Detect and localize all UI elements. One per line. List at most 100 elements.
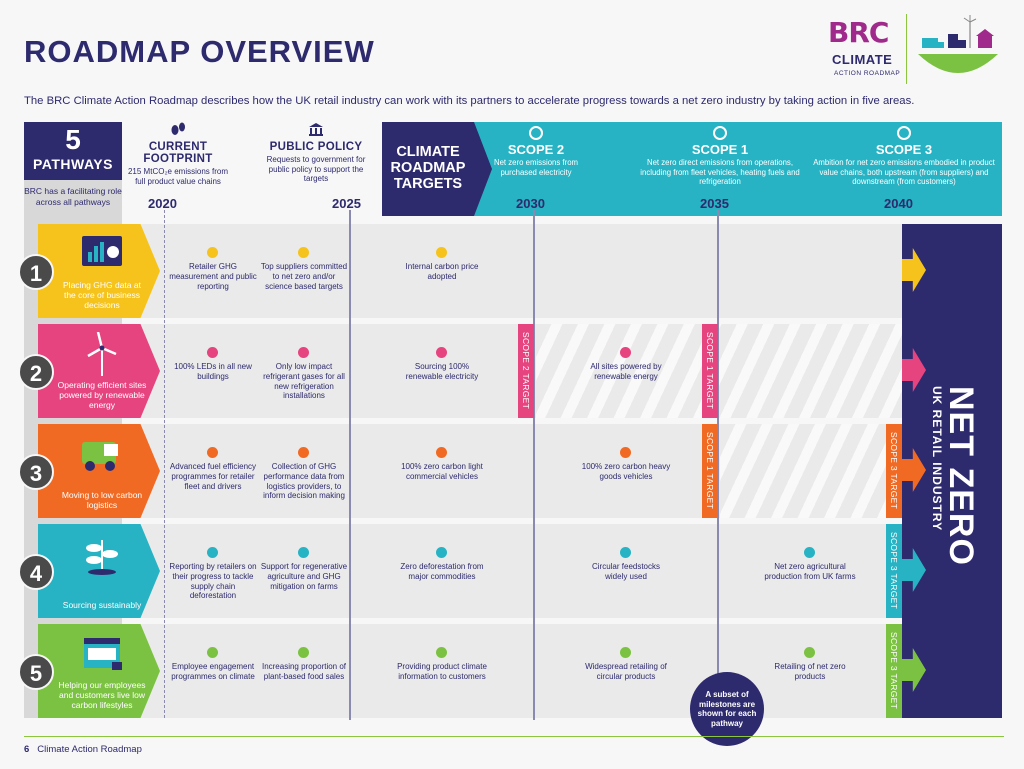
scope1-desc: Net zero direct emissions from operation… (640, 158, 800, 186)
crosshair-icon (713, 126, 727, 140)
line-2030 (533, 210, 535, 720)
pathway-number-1: 1 (18, 254, 54, 290)
scope-header-band (474, 122, 1002, 216)
pathway-number-4: 4 (18, 554, 54, 590)
hatch-row-2 (536, 324, 902, 418)
line-2035 (717, 210, 719, 720)
milestone-dot (436, 547, 447, 558)
pathways-heading: 5 PATHWAYS (24, 122, 122, 180)
milestone-text: 100% zero carbon light commercial vehicl… (401, 462, 483, 481)
pathways-count: 5 (65, 124, 81, 155)
milestone-text: 100% LEDs in all new buildings (174, 362, 252, 381)
milestone-dot (620, 647, 631, 658)
pathways-label: PATHWAYS (33, 156, 113, 172)
scope1-header: SCOPE 1 Net zero direct emissions from o… (640, 126, 800, 187)
milestone-dot (298, 347, 309, 358)
scope3-title: SCOPE 3 (875, 142, 933, 157)
scope2-header: SCOPE 2 Net zero emissions from purchase… (490, 126, 582, 177)
pathway-number-3: 3 (18, 454, 54, 490)
logo-sub: ACTION ROADMAP (834, 70, 901, 77)
scope3-desc: Ambition for net zero emissions embodied… (813, 158, 995, 186)
pathway-3: Moving to low carbon logistics (38, 424, 160, 518)
logo-brand: BRC (828, 16, 889, 49)
logo-divider (906, 14, 907, 84)
milestone-dot (436, 247, 447, 258)
milestone-text: Increasing proportion of plant-based foo… (261, 662, 347, 681)
data-screen-icon (82, 236, 122, 266)
brc-logo: BRC CLIMATE ACTION ROADMAP (822, 14, 1002, 84)
climate-roadmap-targets: CLIMATE ROADMAP TARGETS (382, 122, 474, 216)
subset-note: A subset of milestones are shown for eac… (690, 672, 764, 746)
scope3-target-tag: SCOPE 3 TARGET (886, 424, 902, 518)
current-footprint-title: CURRENT FOOTPRINT (143, 141, 213, 165)
scope1-target-tag: SCOPE 1 TARGET (702, 324, 718, 418)
milestone-dot (298, 447, 309, 458)
milestone-dot (620, 347, 631, 358)
pathway-1-label: Placing GHG data at the core of business… (63, 280, 141, 310)
milestone-dot (436, 647, 447, 658)
net-zero-title: NET ZERO (942, 386, 980, 566)
milestone-text: Internal carbon price adopted (405, 262, 479, 281)
milestone-dot (207, 447, 218, 458)
milestone-text: Widespread retailing of circular product… (585, 662, 667, 681)
milestone-text: Reporting by retailers on their progress… (169, 562, 257, 601)
targets-arrow (474, 122, 492, 216)
milestone-text: All sites powered by renewable energy (590, 362, 662, 381)
scope3-target-tag: SCOPE 3 TARGET (886, 524, 902, 618)
pathway-5-label: Helping our employees and customers live… (58, 680, 146, 710)
scope1-target-tag: SCOPE 1 TARGET (702, 424, 718, 518)
row-band-1 (122, 224, 902, 318)
year-2025: 2025 (332, 196, 361, 211)
intro-text: The BRC Climate Action Roadmap describes… (24, 95, 915, 107)
year-2035: 2035 (700, 196, 729, 211)
wind-turbine-icon (87, 332, 117, 376)
milestone-dot (207, 647, 218, 658)
electric-van-icon (82, 442, 118, 471)
seedling-icon (86, 540, 118, 575)
page-title: ROADMAP OVERVIEW (24, 34, 375, 69)
pathway-4: Sourcing sustainably (38, 524, 160, 618)
public-policy-title: PUBLIC POLICY (269, 141, 363, 153)
scope2-desc: Net zero emissions from purchased electr… (493, 158, 579, 177)
milestone-dot (298, 247, 309, 258)
milestone-dot (804, 547, 815, 558)
scope3-target-tag: SCOPE 3 TARGET (886, 624, 902, 718)
landscape-icon (918, 15, 998, 73)
line-2025 (349, 210, 351, 720)
scope2-target-tag: SCOPE 2 TARGET (518, 324, 534, 418)
milestone-dot (207, 347, 218, 358)
pathway-number-5: 5 (18, 654, 54, 690)
government-building-icon (309, 123, 323, 136)
milestone-dot (298, 547, 309, 558)
milestone-text: Circular feedstocks widely used (591, 562, 661, 581)
milestone-dot (620, 447, 631, 458)
pathway-5: Helping our employees and customers live… (38, 624, 160, 718)
current-footprint-header: CURRENT FOOTPRINT 215 MtCO₂e emissions f… (124, 122, 232, 186)
milestone-dot (436, 447, 447, 458)
pathway-2-label: Operating efficient sites powered by ren… (57, 380, 147, 410)
milestone-dot (207, 547, 218, 558)
milestone-dot (298, 647, 309, 658)
hatch-row-3 (720, 424, 902, 518)
scope1-title: SCOPE 1 (691, 142, 749, 157)
milestone-text: Employee engagement programmes on climat… (171, 662, 255, 681)
line-2020 (164, 210, 165, 718)
scope3-header: SCOPE 3 Ambition for net zero emissions … (812, 126, 996, 187)
current-footprint-desc: 215 MtCO₂e emissions from full product v… (127, 167, 229, 186)
footer-divider (24, 736, 1004, 737)
logo-name: CLIMATE (832, 52, 893, 67)
scope2-title: SCOPE 2 (507, 142, 565, 157)
footer-doc: Climate Action Roadmap (37, 744, 142, 755)
milestone-dot (207, 247, 218, 258)
milestone-text: Sourcing 100% renewable electricity (405, 362, 479, 381)
milestone-dot (804, 647, 815, 658)
crosshair-icon (529, 126, 543, 140)
store-icon (84, 638, 122, 670)
milestone-dot (436, 347, 447, 358)
year-2040: 2040 (884, 196, 913, 211)
milestone-text: Collection of GHG performance data from … (263, 462, 345, 501)
milestone-text: Net zero agricultural production from UK… (764, 562, 856, 581)
row-band-5 (122, 624, 902, 718)
footprint-icon (171, 122, 185, 135)
